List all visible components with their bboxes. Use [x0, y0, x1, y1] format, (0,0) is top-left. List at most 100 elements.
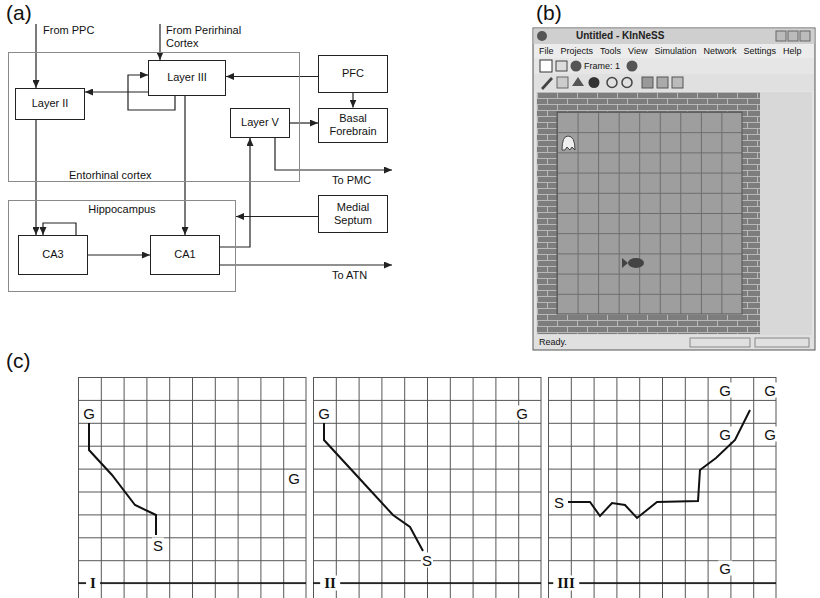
process-box: Layer III	[148, 60, 226, 96]
brick-wall	[537, 92, 760, 334]
box-label: CA3	[42, 248, 63, 261]
output-arrow	[275, 138, 392, 170]
toolbar-icon	[540, 60, 552, 72]
grid-edge	[541, 377, 542, 598]
toolbar-icon	[627, 61, 638, 72]
connector-arrow	[236, 216, 318, 217]
process-box: CA3	[18, 235, 88, 275]
process-box: Basal Forebrain	[318, 108, 388, 143]
grid-marker: G	[287, 471, 301, 486]
menu-item: Frame: 1	[584, 61, 620, 71]
box-label: Medial Septum	[323, 201, 383, 227]
grid-base	[548, 582, 776, 584]
status-field	[690, 338, 750, 347]
toolbar-icon	[642, 77, 653, 88]
pathway-label: From Perirhinal Cortex	[166, 24, 256, 49]
box-label: Basal Forebrain	[323, 112, 383, 138]
status-field	[755, 338, 809, 347]
region-label: Entorhinal cortex	[69, 169, 152, 182]
app-icon	[537, 31, 547, 41]
grid-cells	[313, 377, 541, 598]
trial-grid	[548, 377, 776, 598]
toolbar-icon	[556, 61, 567, 71]
window-frame	[533, 28, 815, 350]
trajectory	[89, 423, 156, 535]
trial-number: II	[320, 576, 340, 591]
connector-arrow	[85, 91, 148, 92]
process-box: Layer II	[15, 88, 85, 120]
menu-item: Tools	[600, 46, 621, 56]
grid-cells	[548, 377, 776, 598]
trial-number: III	[553, 576, 579, 591]
status-bar	[534, 335, 814, 349]
menu-item: Ready.	[539, 337, 567, 347]
panel-label: (c)	[6, 350, 31, 371]
menu-item: Help	[783, 46, 802, 56]
connector-arrow	[43, 223, 76, 235]
window-button	[788, 31, 798, 41]
agent-icon	[562, 136, 575, 150]
panel-label: (a)	[6, 2, 32, 23]
box-label: Layer II	[32, 97, 69, 110]
grid-base	[313, 582, 541, 584]
menu-bar	[534, 44, 814, 58]
grid-marker: S	[421, 553, 433, 568]
toolbar-icon	[622, 78, 632, 88]
grid-marker: G	[718, 427, 732, 442]
trial-grid	[78, 377, 306, 598]
toolbar-icon	[672, 77, 683, 88]
panel-label: (b)	[536, 2, 562, 23]
trajectory	[568, 410, 750, 518]
box-label: Layer V	[241, 116, 279, 129]
grid-edge	[776, 377, 777, 598]
connector-arrow	[184, 96, 185, 235]
box-label: Layer III	[167, 71, 207, 84]
menu-item: View	[628, 46, 647, 56]
trajectory	[324, 423, 423, 551]
grid-marker: G	[515, 406, 529, 421]
toolbar-icon	[571, 61, 582, 72]
toolbar	[534, 58, 814, 74]
trial-number: I	[86, 576, 100, 591]
toolbar-icon	[572, 77, 584, 86]
process-box: CA1	[150, 235, 220, 275]
pathway-label: To ATN	[332, 269, 367, 282]
input-arrow	[159, 24, 160, 60]
grid-base	[78, 582, 306, 584]
process-box: Medial Septum	[318, 195, 388, 233]
process-box: PFC	[318, 55, 388, 93]
grid-cells	[78, 377, 306, 598]
menu-item: Simulation	[654, 46, 696, 56]
connector-arrow	[88, 254, 150, 255]
pathway-label: From PPC	[43, 24, 94, 37]
grid-marker: G	[718, 561, 732, 576]
process-box: Layer V	[230, 108, 290, 138]
window-title: Untitled - KInNeSS	[576, 30, 664, 42]
connector-arrow	[220, 138, 250, 247]
toolbar-icon	[607, 78, 617, 88]
toolbar	[534, 74, 814, 91]
region-box: Entorhinal cortex Layer II Layer III Layer …	[8, 52, 300, 182]
grid-marker: G	[82, 406, 96, 421]
menu-item: Network	[703, 46, 736, 56]
toolbar-icon	[657, 77, 668, 88]
input-arrow	[35, 24, 36, 88]
grid-marker: G	[718, 383, 732, 398]
grid-marker: G	[763, 383, 777, 398]
toolbar-icon	[557, 77, 568, 88]
menu-item: Projects	[561, 46, 594, 56]
target-icon	[622, 258, 628, 268]
region-label: Hippocampus	[9, 203, 235, 216]
box-label: CA1	[174, 248, 195, 261]
window-button	[800, 31, 810, 41]
output-arrow	[220, 264, 392, 265]
target-icon	[628, 258, 644, 268]
pathway-label: To PMC	[332, 174, 371, 187]
menu-item: File	[539, 46, 554, 56]
grid-marker: G	[317, 406, 331, 421]
grid-edge	[306, 377, 307, 598]
menu-item: Settings	[743, 46, 776, 56]
toolbar-icon	[589, 77, 600, 88]
connector-arrow	[226, 76, 318, 77]
